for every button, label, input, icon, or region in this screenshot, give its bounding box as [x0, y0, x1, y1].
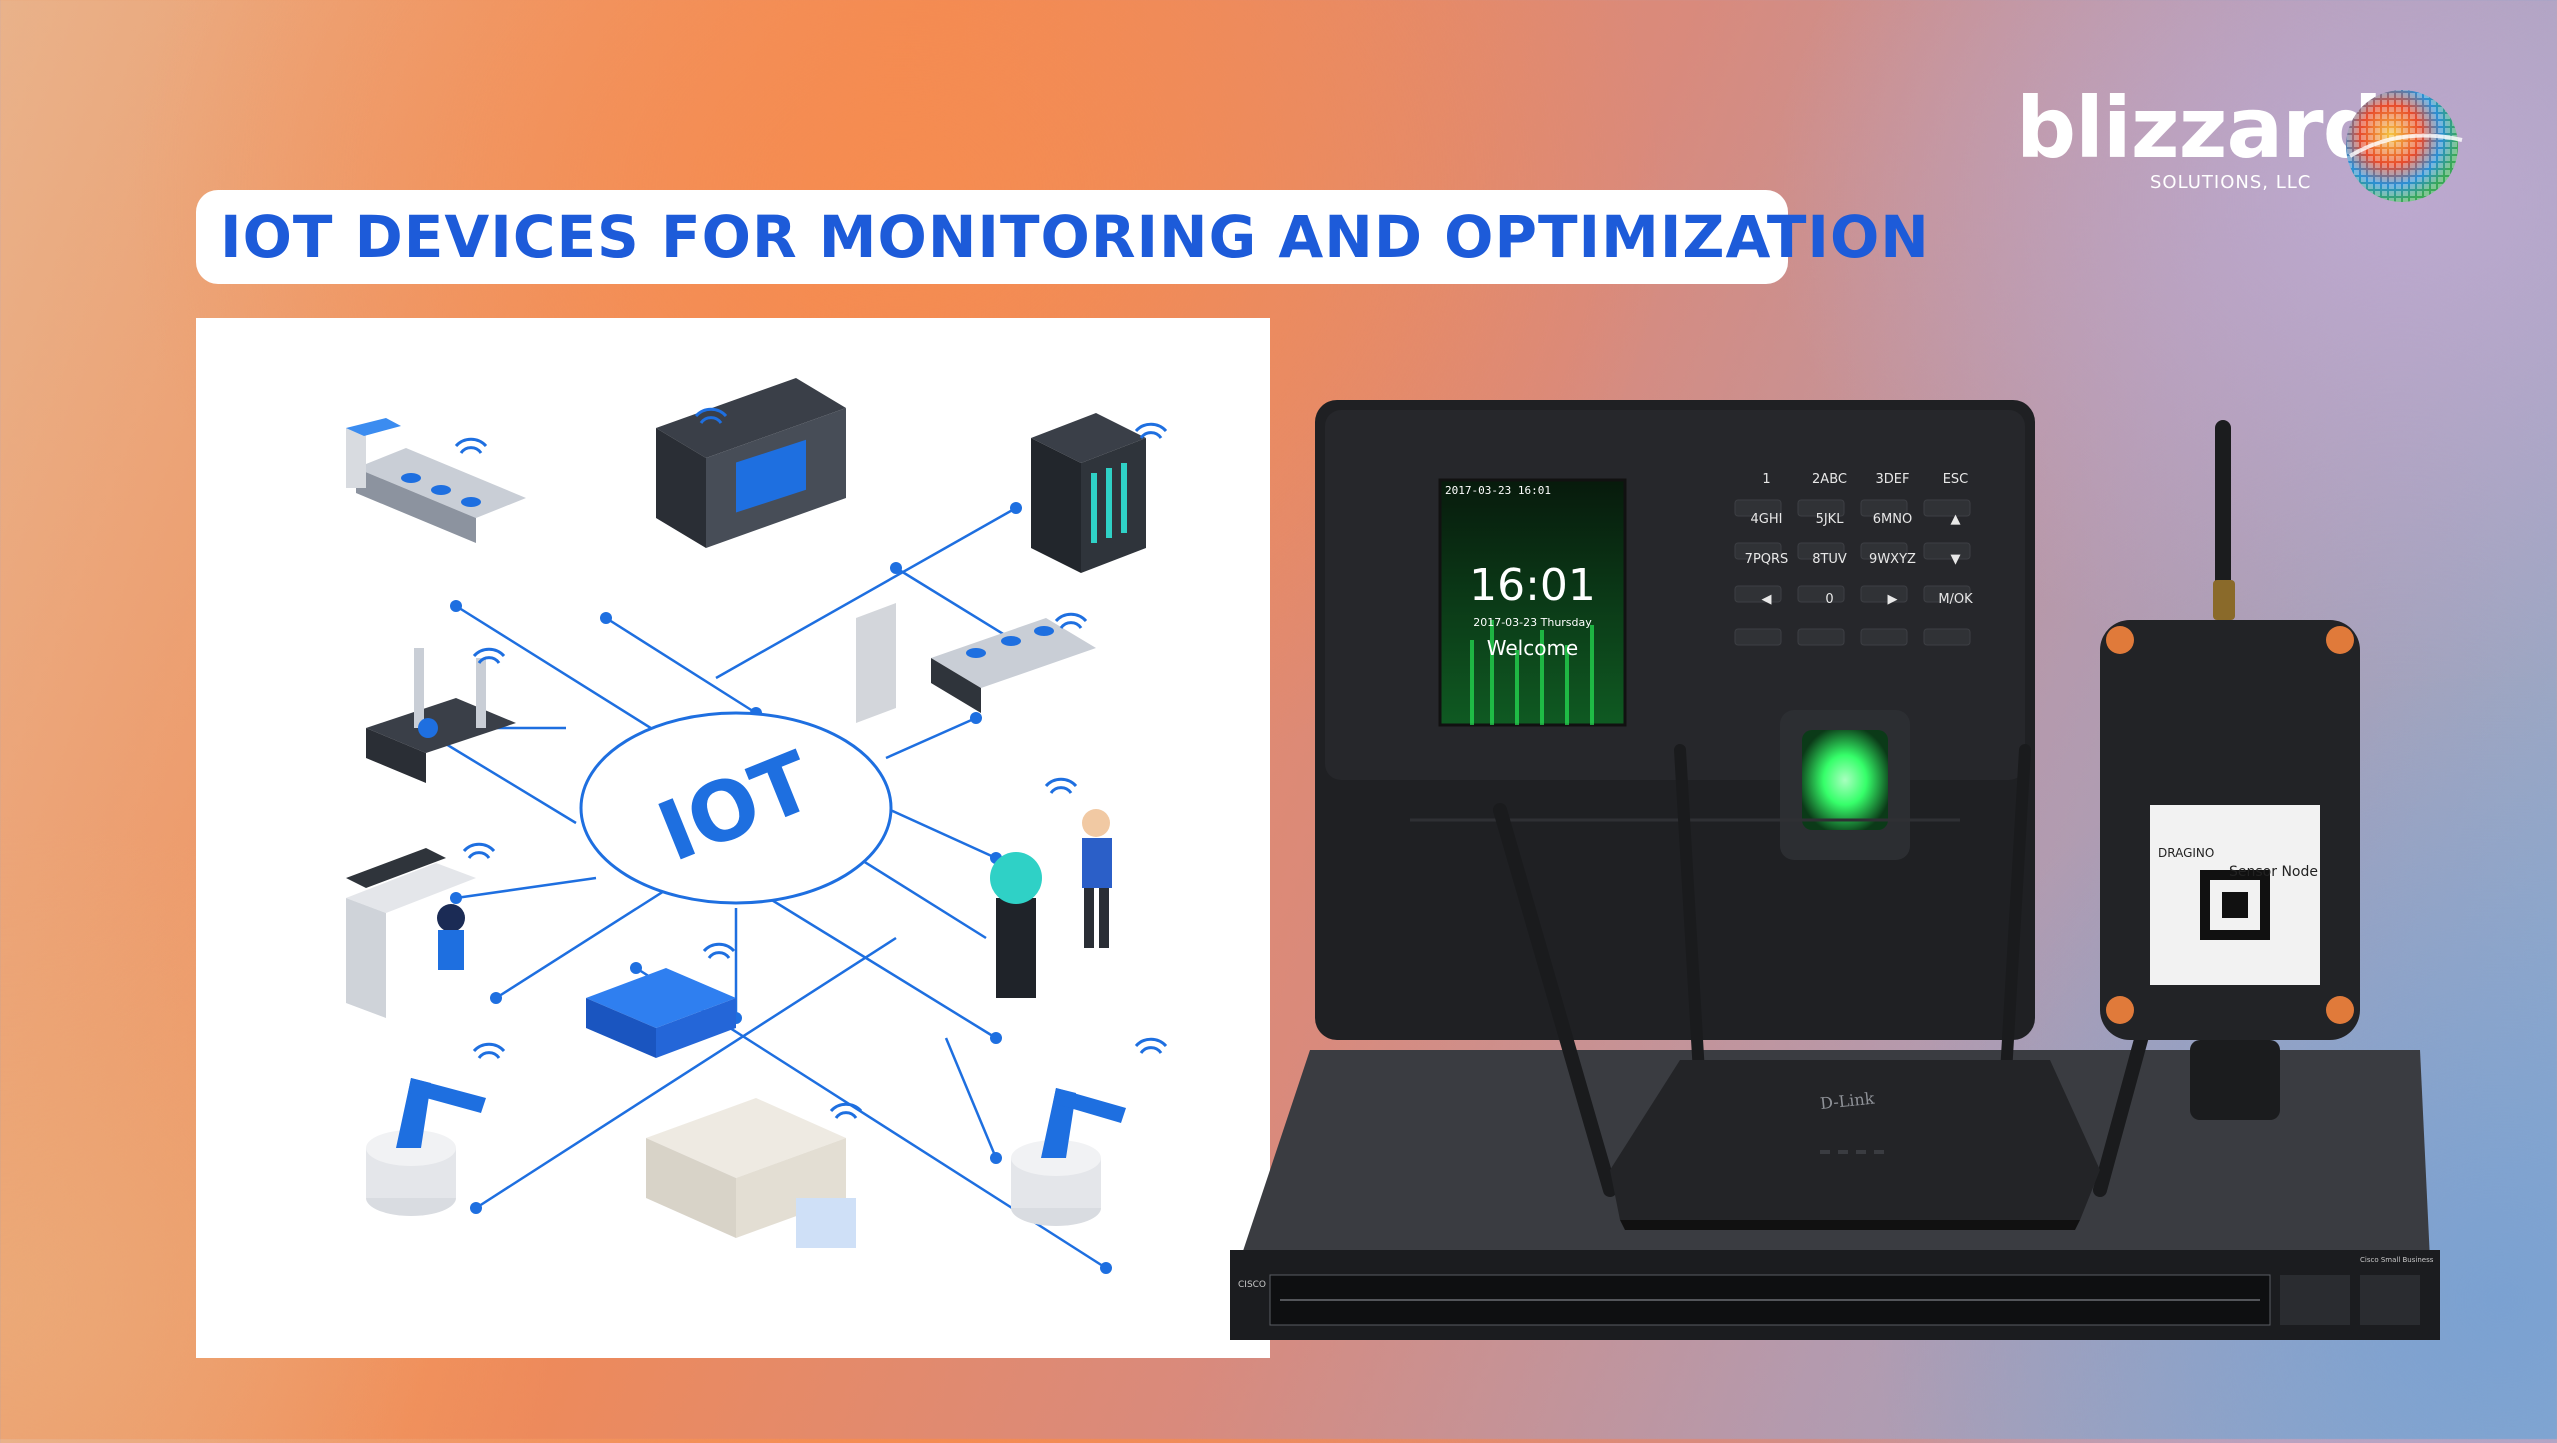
terminal-date: 2017-03-23 Thursday	[1473, 616, 1592, 629]
keypad-key[interactable]: ▼	[1950, 552, 1961, 567]
iot-hub-ellipse	[579, 711, 893, 905]
wifi-router	[1493, 744, 2197, 1230]
keypad-key[interactable]: 8TUV	[1812, 552, 1847, 567]
brand-logo: blizzard SOLUTIONS, LLC	[2010, 80, 2470, 220]
keypad-key[interactable]: 1	[1762, 472, 1771, 487]
keypad-key[interactable]: 2ABC	[1812, 472, 1847, 487]
globe-icon	[2346, 90, 2463, 202]
terminal-keypad: 1 2ABC 3DEF ESC 4GHI 5JKL 6MNO ▲ 7PQRS 8…	[1735, 472, 1975, 607]
terminal-clock: 16:01	[1469, 560, 1596, 611]
fingerprint-sensor	[1802, 730, 1888, 830]
title-banner: IOT DEVICES FOR MONITORING AND OPTIMIZAT…	[196, 190, 1929, 284]
sensor-node-label: Sensor Node	[2229, 864, 2318, 880]
logo-subtitle: SOLUTIONS, LLC	[2150, 172, 2312, 193]
switch-series: Cisco Small Business	[2360, 1256, 2434, 1264]
keypad-key[interactable]: 0	[1825, 592, 1834, 607]
iot-network-illustration	[346, 378, 1168, 1274]
keypad-key[interactable]: M/OK	[1938, 592, 1973, 607]
packaging-machine-bottom	[646, 1098, 856, 1248]
keypad-key[interactable]: ◀	[1761, 592, 1772, 607]
keypad-key[interactable]: ▶	[1887, 592, 1898, 607]
cnc-machine-top	[656, 378, 846, 548]
page-title: IOT DEVICES FOR MONITORING AND OPTIMIZAT…	[220, 203, 1930, 271]
iot-illustration-panel: IOT	[196, 318, 1270, 1358]
robot-arm-bottom-right	[1011, 1088, 1126, 1226]
keypad-key[interactable]: 3DEF	[1875, 472, 1910, 487]
keypad-key[interactable]: ▲	[1950, 512, 1961, 527]
iot-devices-photo: 2017-03-23 16:01 16:01 2017-03-23 Thursd…	[1180, 390, 2557, 1439]
keypad-key[interactable]: 9WXYZ	[1869, 552, 1916, 567]
keypad-key[interactable]: 7PQRS	[1744, 552, 1789, 567]
agv-robot-center	[586, 968, 736, 1058]
server-rack-top-right	[1031, 413, 1146, 573]
keypad-key[interactable]: ESC	[1942, 472, 1969, 487]
measuring-machine-left	[366, 648, 516, 783]
wifi-icons	[454, 407, 1168, 1119]
terminal-welcome: Welcome	[1486, 636, 1579, 660]
keypad-key[interactable]: 5JKL	[1815, 512, 1844, 527]
switch-brand: CISCO	[1238, 1280, 1267, 1290]
logo-wordmark: blizzard	[2016, 79, 2383, 177]
conveyor-robot-top-left	[346, 418, 526, 543]
robot-arm-bottom-left	[366, 1078, 486, 1216]
keypad-key[interactable]: 6MNO	[1872, 512, 1913, 527]
keypad-key[interactable]: 4GHI	[1750, 512, 1783, 527]
attendance-terminal	[1315, 400, 2035, 1040]
terminal-datetime: 2017-03-23 16:01	[1445, 484, 1551, 497]
sensor-node-brand: DRAGINO	[2158, 846, 2215, 860]
engineer-with-gear-right	[990, 809, 1112, 998]
server-conveyor-right	[856, 603, 1096, 723]
lorawan-sensor-node	[2100, 420, 2360, 1120]
operator-workstation-left	[346, 848, 476, 1018]
